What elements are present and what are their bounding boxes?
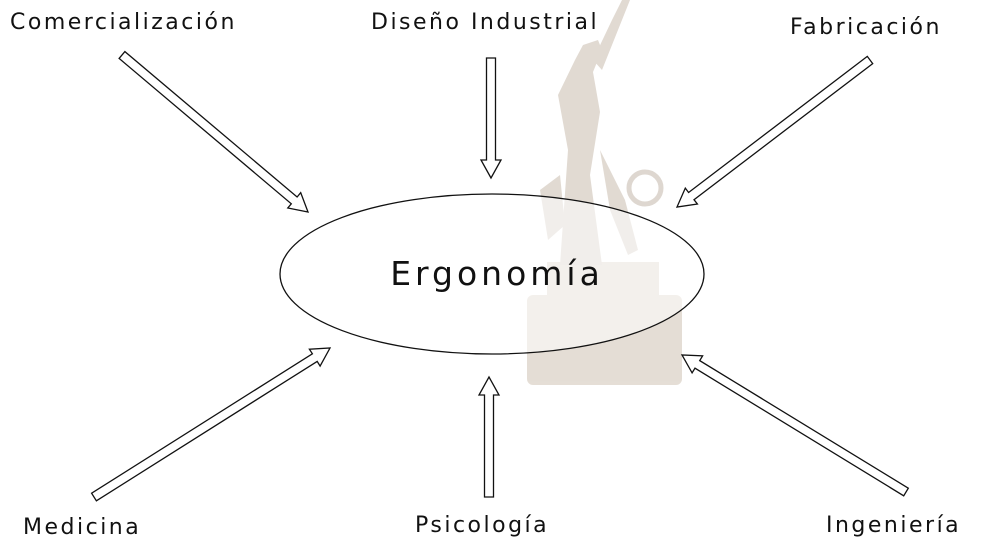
label-diseno-industrial: Diseño Industrial	[371, 10, 599, 35]
arrow-ingenieria	[680, 354, 910, 497]
label-medicina: Medicina	[23, 515, 141, 540]
label-comercializacion: Comercialización	[10, 10, 237, 35]
arrow-fabricacion	[675, 55, 874, 208]
label-ingenieria: Ingeniería	[826, 513, 961, 538]
arrow-psicologia	[477, 375, 501, 498]
label-psicologia: Psicología	[415, 513, 549, 538]
center-label: Ergonomía	[390, 254, 604, 293]
arrows-group	[90, 50, 910, 502]
arrow-diseno-industrial	[479, 57, 503, 180]
arrow-comercializacion	[118, 50, 310, 213]
label-fabricacion: Fabricación	[790, 15, 942, 40]
arrow-medicina	[90, 347, 332, 502]
ergonomia-ellipse	[279, 193, 705, 355]
